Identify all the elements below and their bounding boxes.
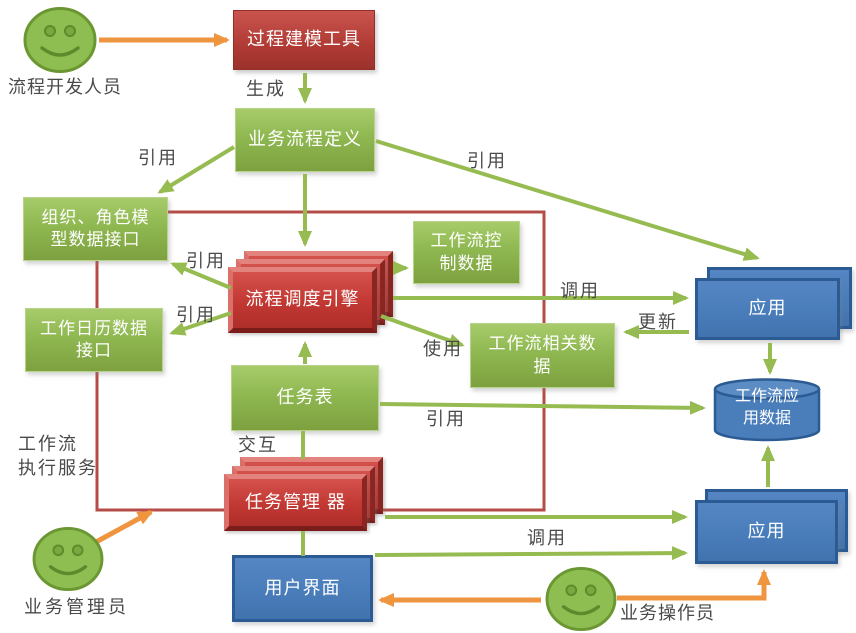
node-workflow-control-data: 工作流控 制数据 (413, 221, 520, 284)
database-label: 工作流应 用数据 (734, 388, 799, 427)
edge-label-update: 更新 (638, 312, 678, 332)
node-org-role-model-data-interface: 组织、角色模 型数据接口 (23, 197, 168, 261)
node-workflow-application-database: 工作流应 用数据 (713, 378, 821, 442)
node-task-manager: 任务管理 器 (224, 474, 367, 531)
actor-label-process-developer: 流程开发人员 (8, 77, 122, 97)
node-task-table: 任务表 (231, 365, 379, 431)
node-application-top: 应用 (695, 278, 840, 340)
node-user-interface: 用户界面 (232, 555, 373, 622)
node-business-process-definition: 业务流程定义 (235, 108, 375, 172)
frame-label-workflow-execution-service: 工作流 执行服务 (18, 434, 98, 479)
edge-ui-to-application (374, 546, 688, 561)
edge-label-ref-right: 引用 (467, 151, 507, 171)
edge-label-call-top: 调用 (560, 281, 600, 301)
node-workflow-related-data: 工作流相关数 据 (470, 323, 615, 388)
business-admin-icon (32, 526, 104, 592)
node-work-calendar-data-interface: 工作日历数据 接口 (25, 308, 163, 372)
database-cylinder-icon (713, 378, 821, 442)
edge-label-generate: 生成 (246, 79, 286, 99)
business-operator-icon (545, 566, 617, 632)
edge-operator-to-application (617, 569, 771, 601)
node-application-bottom: 应用 (695, 500, 838, 564)
node-process-schedule-engine: 流程调度引擎 (228, 267, 377, 333)
actor-label-business-operator: 业务操作员 (620, 603, 715, 623)
process-developer-icon (23, 7, 97, 73)
edge-label-interact: 交互 (238, 435, 278, 455)
edge-label-ref-task: 引用 (426, 409, 466, 429)
edge-label-call-bottom: 调用 (527, 528, 567, 548)
edge-label-ref-org: 引用 (186, 251, 226, 271)
node-process-modeling-tool: 过程建模工具 (233, 10, 375, 70)
edge-label-ref-left: 引用 (138, 148, 178, 168)
edge-label-ref-calendar: 引用 (176, 305, 216, 325)
edge-label-use: 使用 (423, 339, 463, 359)
actor-label-business-admin: 业务管理员 (24, 597, 129, 617)
